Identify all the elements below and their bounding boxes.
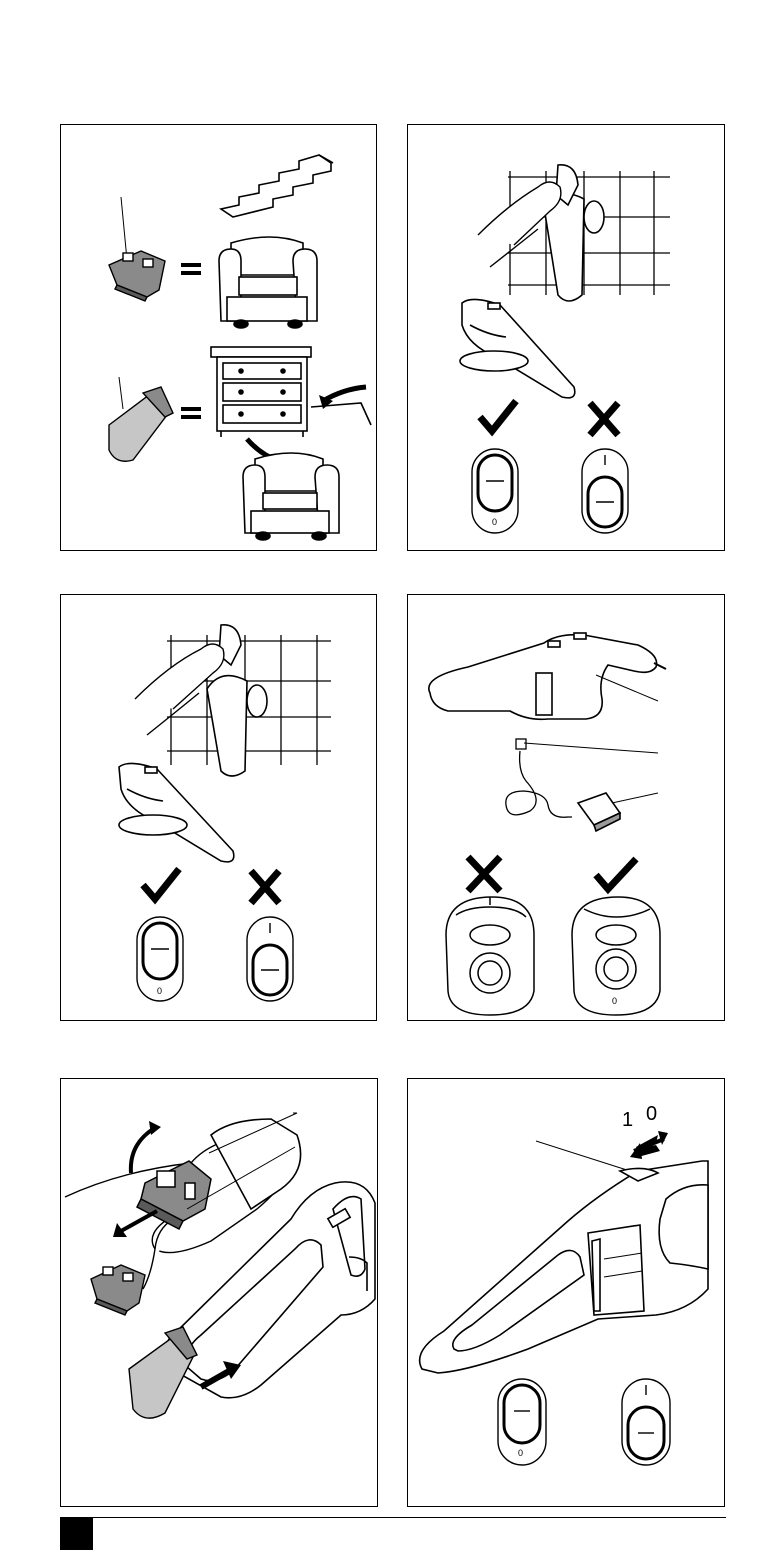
switch-on-icon [247, 917, 293, 1001]
checkmark-icon [596, 859, 636, 889]
stairs-icon [221, 155, 333, 217]
switch-on-indicator: 1 [622, 1109, 633, 1132]
double-arrow-icon [630, 1131, 668, 1159]
plug-adapter-icon [578, 793, 620, 831]
arrow-icon [121, 1211, 157, 1231]
curved-arrow-icon [131, 1129, 153, 1173]
figure-panel-6: 1 0 0 [407, 1078, 725, 1507]
charger-cable-icon [506, 739, 572, 817]
curved-arrow-icon [323, 387, 366, 401]
switch-off-label: 0 [157, 986, 162, 996]
charging-base-incorrect-icon [446, 897, 534, 1015]
wall-mounted-charger-illustration [61, 595, 377, 1021]
armchair-icon [243, 453, 339, 540]
switch-on-icon [582, 449, 628, 533]
cross-icon [251, 871, 279, 903]
hand-vacuum-icon [420, 1161, 708, 1373]
figure-panel-2: 0 [407, 124, 725, 551]
wall-mounted-charger-illustration [408, 125, 725, 551]
checkmark-icon [143, 869, 179, 899]
furniture-nozzle-illustration [61, 125, 377, 551]
figure-panel-3: 0 [60, 594, 377, 1021]
charger-illustration [408, 595, 725, 1021]
figure-panel-4: 0 [407, 594, 725, 1021]
base-off-label: 0 [612, 996, 617, 1006]
on-off-switch-illustration [408, 1079, 725, 1507]
hand-vacuum-icon [460, 299, 575, 397]
checkmark-icon [480, 401, 516, 431]
crevice-tool-icon [91, 1265, 145, 1315]
switch-on-icon [622, 1379, 670, 1465]
switch-off-label: 0 [492, 517, 497, 527]
switch-off-indicator: 0 [646, 1103, 657, 1126]
crevice-tool-icon [109, 251, 165, 301]
switch-off-label: 0 [518, 1448, 523, 1458]
page-number-marker [60, 1517, 93, 1550]
figure-panel-1 [60, 124, 377, 551]
figure-panel-5 [60, 1078, 378, 1507]
equals-sign-icon [181, 263, 201, 275]
hand-vacuum-icon [429, 633, 666, 719]
equals-sign-icon [181, 407, 201, 419]
footer-rule [93, 1517, 726, 1518]
cross-icon [590, 403, 618, 435]
dust-bowl-icon [109, 387, 173, 461]
hand-vacuum-icon [119, 763, 234, 861]
bowl-removal-illustration [61, 1079, 378, 1507]
armchair-icon [219, 237, 317, 328]
cross-icon [468, 857, 500, 891]
